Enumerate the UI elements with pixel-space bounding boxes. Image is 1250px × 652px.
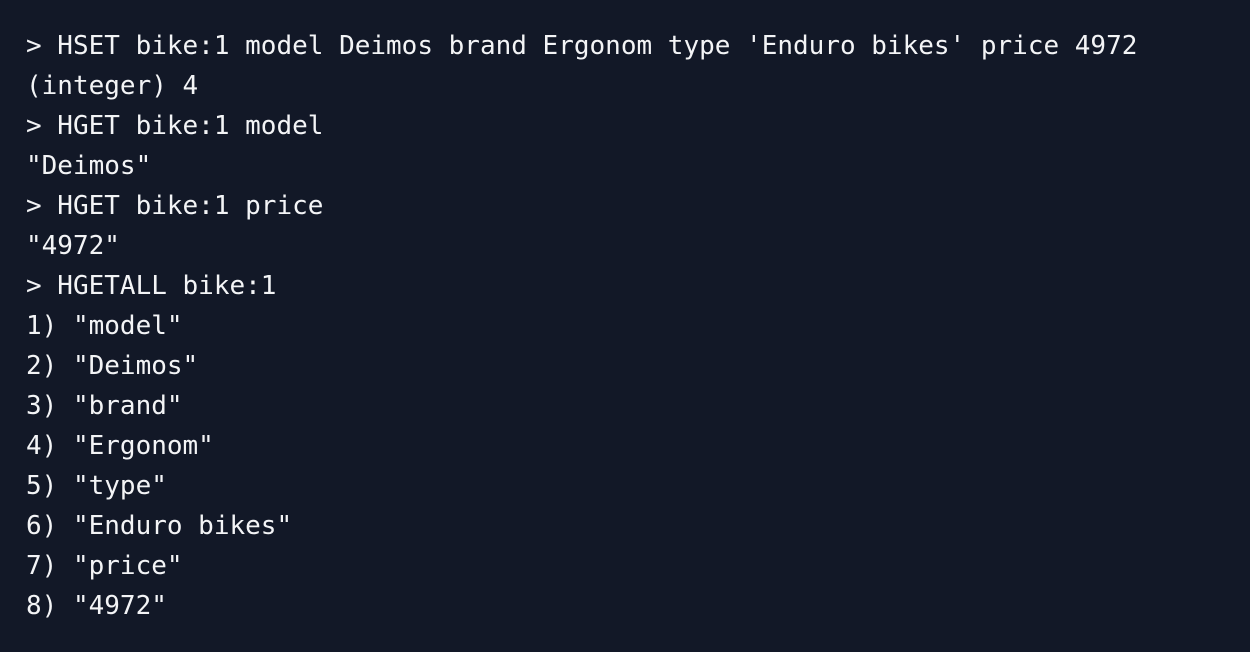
output-line: "Deimos" bbox=[26, 151, 152, 181]
output-line: 4) "Ergonom" bbox=[26, 431, 214, 461]
command-line: > HGETALL bike:1 bbox=[26, 271, 277, 301]
output-line: 5) "type" bbox=[26, 471, 167, 501]
command-line: > HGET bike:1 price bbox=[26, 191, 324, 221]
output-line: 7) "price" bbox=[26, 551, 183, 581]
output-line: 6) "Enduro bikes" bbox=[26, 511, 293, 541]
command-line: > HSET bike:1 model Deimos brand Ergonom… bbox=[26, 31, 1138, 61]
output-line: 2) "Deimos" bbox=[26, 351, 199, 381]
output-line: 8) "4972" bbox=[26, 591, 167, 621]
output-line: "4972" bbox=[26, 231, 120, 261]
output-line: 1) "model" bbox=[26, 311, 183, 341]
output-line: (integer) 4 bbox=[26, 71, 199, 101]
command-line: > HGET bike:1 model bbox=[26, 111, 324, 141]
output-line: 3) "brand" bbox=[26, 391, 183, 421]
